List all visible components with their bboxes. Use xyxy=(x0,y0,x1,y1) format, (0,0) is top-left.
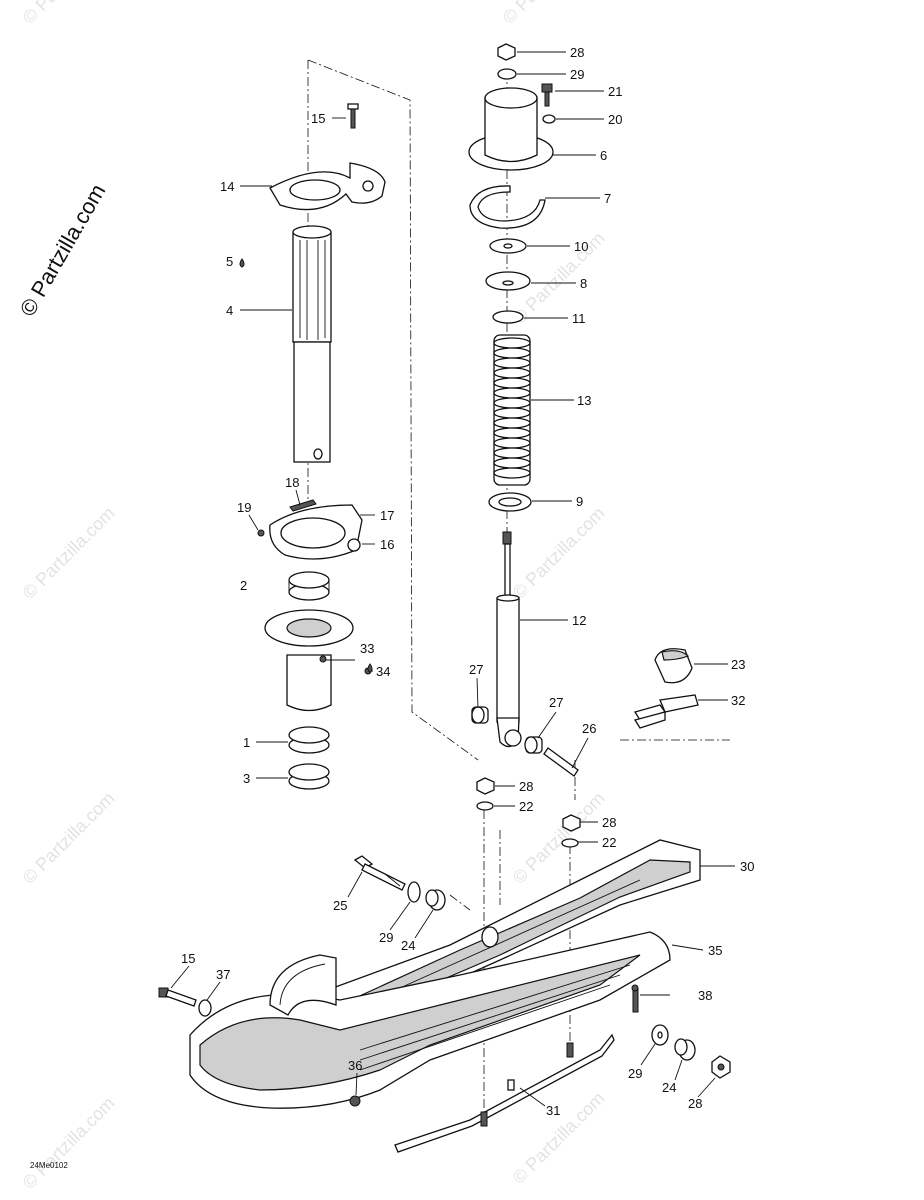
callout-27: 27 xyxy=(469,662,483,677)
callout-24: 24 xyxy=(401,938,415,953)
ski-35 xyxy=(189,931,671,1109)
bushing-24-left xyxy=(425,889,446,911)
callout-29: 29 xyxy=(570,67,584,82)
callout-24: 24 xyxy=(662,1080,676,1095)
callout-22: 22 xyxy=(519,799,533,814)
shock-absorber-12 xyxy=(496,531,522,748)
clamp-17 xyxy=(257,499,363,560)
bushing-27-right xyxy=(524,736,543,754)
callout-7: 7 xyxy=(604,191,611,206)
clip-32 xyxy=(633,694,699,729)
callout-37: 37 xyxy=(216,967,230,982)
watermark-text: © Partzilla.com xyxy=(509,503,609,603)
callout-14: 14 xyxy=(220,179,234,194)
nut-28-right xyxy=(561,814,581,848)
spring-13 xyxy=(493,334,531,486)
callout-25: 25 xyxy=(333,898,347,913)
callout-28: 28 xyxy=(519,779,533,794)
bushing-2 xyxy=(288,571,330,601)
washer-11 xyxy=(492,310,524,324)
ski-handle xyxy=(269,954,337,1016)
watermark-text: © Partzilla.com xyxy=(19,1093,119,1193)
callout-1: 1 xyxy=(243,735,250,750)
nut-28-top xyxy=(497,43,517,80)
callout-28: 28 xyxy=(602,815,616,830)
callout-11: 11 xyxy=(572,311,586,326)
bumper-23 xyxy=(654,648,693,684)
callout-28: 28 xyxy=(688,1096,702,1111)
bolt-15-top xyxy=(347,103,359,129)
callout-31: 31 xyxy=(546,1103,560,1118)
callout-21: 21 xyxy=(608,84,622,99)
callout-29: 29 xyxy=(628,1066,642,1081)
callout-30: 30 xyxy=(740,859,754,874)
callout-18: 18 xyxy=(285,475,299,490)
callout-5: 5 xyxy=(226,254,233,269)
callout-labels: 28 29 21 20 6 7 10 8 11 13 9 12 15 14 5 … xyxy=(181,45,754,1118)
bushing-3 xyxy=(288,763,330,790)
bushing-27-left xyxy=(471,706,489,724)
oil-drop-icon xyxy=(367,663,373,673)
callout-36: 36 xyxy=(348,1058,362,1073)
callout-10: 10 xyxy=(574,239,588,254)
callout-23: 23 xyxy=(731,657,745,672)
bushing-24-right xyxy=(674,1038,696,1061)
bolt-25 xyxy=(353,855,406,891)
diagram-code: 24Me0102 xyxy=(30,1161,68,1170)
oil-drop-icon xyxy=(239,258,245,268)
callout-22: 22 xyxy=(602,835,616,850)
pin-26 xyxy=(543,747,579,777)
washer-29-left xyxy=(407,881,421,903)
nut-36 xyxy=(349,1095,361,1107)
nut-28-bottom xyxy=(711,1055,731,1079)
callout-28: 28 xyxy=(570,45,584,60)
nut-28-mid xyxy=(476,777,495,811)
bushing-1 xyxy=(288,726,330,754)
callout-29: 29 xyxy=(379,930,393,945)
watermark-text: © Partzilla.com xyxy=(19,0,119,28)
retaining-ring-7 xyxy=(469,185,546,229)
callout-20: 20 xyxy=(608,112,622,127)
housing-flange xyxy=(264,609,372,712)
stud-38 xyxy=(631,984,639,1013)
brand-label: © Partzilla.com xyxy=(15,180,111,321)
cap-6 xyxy=(468,87,554,171)
callout-8: 8 xyxy=(580,276,587,291)
bolt-21 xyxy=(541,83,556,124)
callout-26: 26 xyxy=(582,721,596,736)
callout-3: 3 xyxy=(243,771,250,786)
callout-32: 32 xyxy=(731,693,745,708)
callout-15: 15 xyxy=(181,951,195,966)
callout-27: 27 xyxy=(549,695,563,710)
seat-9 xyxy=(488,492,532,512)
steering-column-4 xyxy=(292,225,332,463)
callout-38: 38 xyxy=(698,988,712,1003)
callout-13: 13 xyxy=(577,393,591,408)
callout-33: 33 xyxy=(360,641,374,656)
washer-29-right xyxy=(651,1024,669,1046)
callout-15: 15 xyxy=(311,111,325,126)
callout-4: 4 xyxy=(226,303,233,318)
callout-35: 35 xyxy=(708,943,722,958)
washer-10 xyxy=(489,238,527,254)
bracket-14 xyxy=(269,162,386,211)
callout-17: 17 xyxy=(380,508,394,523)
callout-12: 12 xyxy=(572,613,586,628)
leader-lines xyxy=(170,51,735,1107)
callout-6: 6 xyxy=(600,148,607,163)
watermark-text: © Partzilla.com xyxy=(19,503,119,603)
callout-2: 2 xyxy=(240,578,247,593)
watermark-text: © Partzilla.com xyxy=(499,0,599,28)
ski-leg-30 xyxy=(298,839,701,1026)
callout-9: 9 xyxy=(576,494,583,509)
watermark-text: © Partzilla.com xyxy=(19,788,119,888)
callout-34: 34 xyxy=(376,664,390,679)
bolt-15-front xyxy=(158,987,212,1017)
runner-31 xyxy=(394,1033,615,1153)
callout-16: 16 xyxy=(380,537,394,552)
callout-19: 19 xyxy=(237,500,251,515)
seat-8 xyxy=(485,271,531,291)
